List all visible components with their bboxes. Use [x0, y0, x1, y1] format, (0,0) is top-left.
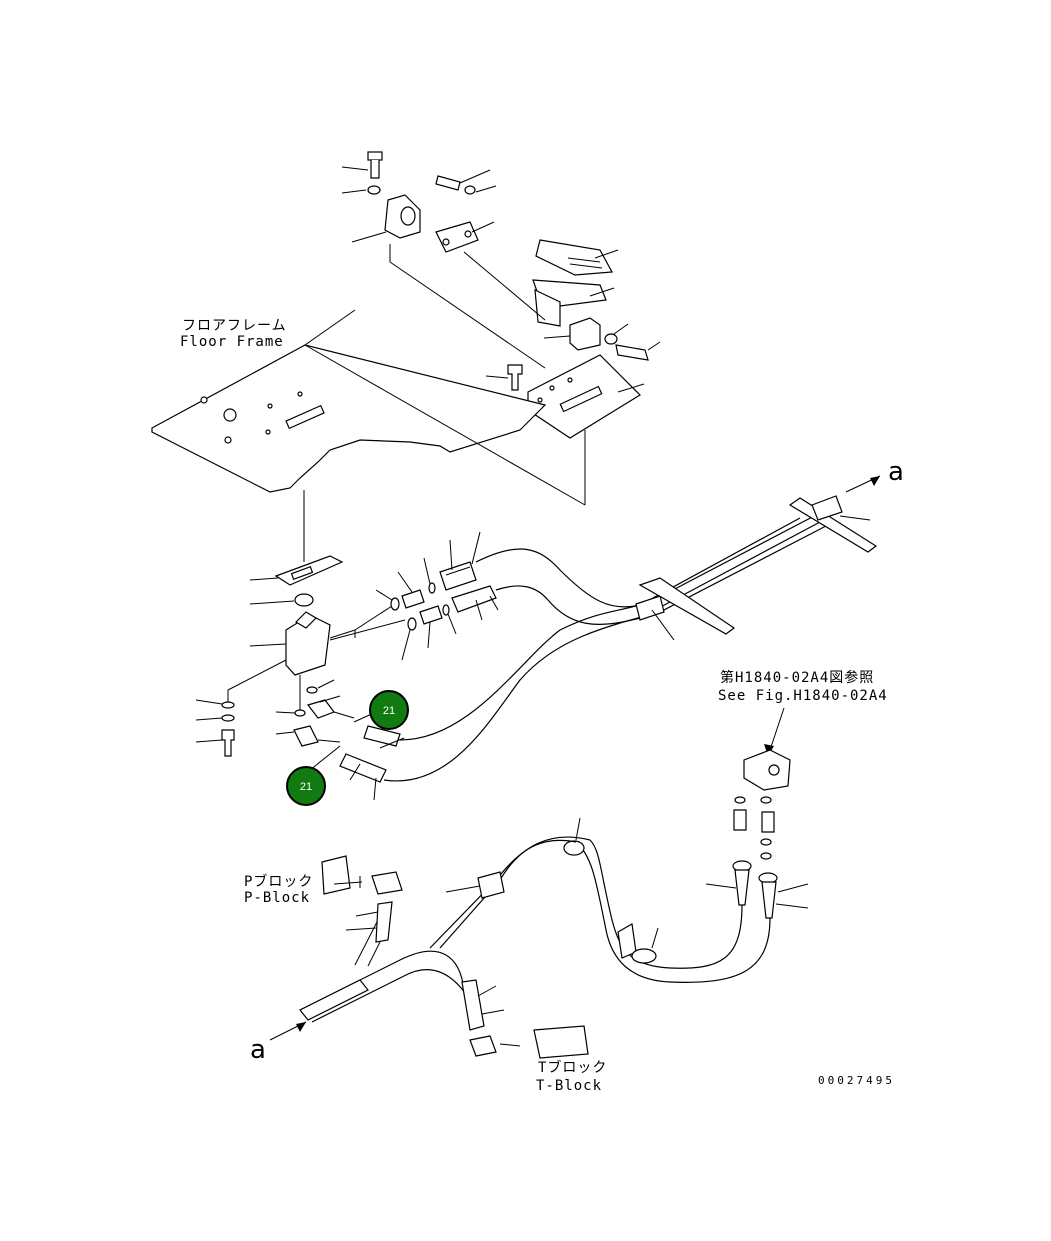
callout-21-lower[interactable]: 21	[286, 766, 326, 806]
see-fig-label-jp: 第H1840-02A4図参照	[720, 669, 874, 686]
t-block-label-jp: Tブロック	[538, 1059, 607, 1076]
pedal-assembly	[341, 151, 661, 439]
main-hoses: a	[309, 457, 904, 801]
callout-21-upper-text: 21	[383, 705, 395, 717]
arrow-a-bottom-label: a	[250, 1035, 266, 1065]
floor-frame-label-jp: フロアフレーム	[182, 318, 287, 334]
p-block-label-en: P-Block	[244, 890, 310, 906]
valve-block-right: 第H1840-02A4図参照 See Fig.H1840-02A4	[563, 669, 888, 983]
see-fig-label-en: See Fig.H1840-02A4	[718, 688, 888, 704]
t-block-label-en: T-Block	[536, 1078, 602, 1094]
floor-frame: フロアフレーム Floor Frame	[151, 309, 586, 562]
p-block-label-jp: Pブロック	[244, 873, 313, 890]
callout-21-upper[interactable]: 21	[369, 690, 409, 730]
p-block: Pブロック P-Block	[244, 855, 403, 943]
arrow-a-top-label: a	[888, 457, 904, 487]
t-block: Tブロック T-Block	[461, 979, 607, 1094]
drawing-number: 00027495	[818, 1074, 895, 1087]
floor-frame-label-en: Floor Frame	[180, 334, 284, 350]
valve-assembly	[195, 555, 406, 757]
callout-21-lower-text: 21	[300, 781, 312, 793]
fittings-row	[375, 531, 499, 661]
